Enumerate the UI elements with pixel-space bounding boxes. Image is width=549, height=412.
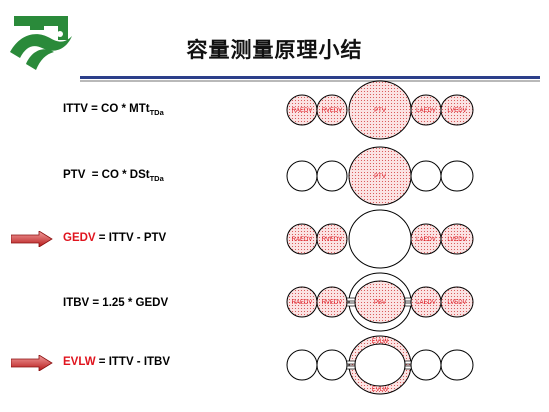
itbv-compartment-diagram: RAEDV RVEDV PBV LAEDV LVEDV xyxy=(286,272,474,332)
equation-highlight: GEDV xyxy=(63,232,96,244)
equation-ptv: PTV = CO * DStTDa xyxy=(63,169,164,183)
equation-text: PTV = CO * DSt xyxy=(63,169,150,181)
lvedv-label: LVEDV xyxy=(447,237,466,243)
title-underline-blue xyxy=(80,76,540,79)
equation-text: = ITTV - ITBV xyxy=(95,356,171,368)
pbv-label: PBV xyxy=(374,300,386,306)
evlw-compartment-diagram: EVLW EVLW xyxy=(286,335,474,395)
equation-text: = ITTV - PTV xyxy=(95,232,167,244)
right-arrow-icon xyxy=(11,231,53,247)
equation-highlight: EVLW xyxy=(63,356,96,368)
raedv-label: RAEDV xyxy=(292,300,313,306)
ptv-label: PTV xyxy=(374,174,386,180)
lvedv-label: LVEDV xyxy=(447,108,466,114)
gedv-compartment-diagram: RAEDV RVEDV LAEDV LVEDV xyxy=(286,209,474,269)
equation-gedv: GEDV = ITTV - PTV xyxy=(63,232,166,244)
ptv-compartment-diagram: PTV xyxy=(286,146,474,206)
lvedv-label: LVEDV xyxy=(447,300,466,306)
title-underline-gray xyxy=(80,80,540,82)
equation-evlw: EVLW = ITTV - ITBV xyxy=(63,356,170,368)
equation-itbv: ITBV = 1.25 * GEDV xyxy=(63,297,168,309)
equation-text: ITBV = 1.25 * GEDV xyxy=(63,297,169,309)
rvedv-label: RVEDV xyxy=(322,108,343,114)
laedv-label: LAEDV xyxy=(416,237,436,243)
page-title: 容量测量原理小结 xyxy=(186,38,363,62)
laedv-label: LAEDV xyxy=(416,108,436,114)
green-cross-bird-logo-icon xyxy=(10,16,72,70)
raedv-label: RAEDV xyxy=(292,237,313,243)
rvedv-label: RVEDV xyxy=(322,237,343,243)
rvedv-label: RVEDV xyxy=(322,300,343,306)
equation-subscript: TDa xyxy=(149,108,164,117)
laedv-label: LAEDV xyxy=(416,300,436,306)
equation-text: ITTV = CO * MTt xyxy=(63,103,150,115)
raedv-label: RAEDV xyxy=(292,108,313,114)
evlw-bottom-label: EVLW xyxy=(372,387,389,393)
hospital-logo xyxy=(6,14,76,77)
equation-subscript: TDa xyxy=(149,174,164,183)
equation-ittv: ITTV = CO * MTtTDa xyxy=(63,103,164,117)
ittv-compartment-diagram: RAEDV RVEDV PTV LAEDV LVEDV xyxy=(286,80,474,140)
ptv-label: PTV xyxy=(374,108,386,114)
evlw-top-label: EVLW xyxy=(372,339,389,345)
right-arrow-icon xyxy=(11,355,53,371)
